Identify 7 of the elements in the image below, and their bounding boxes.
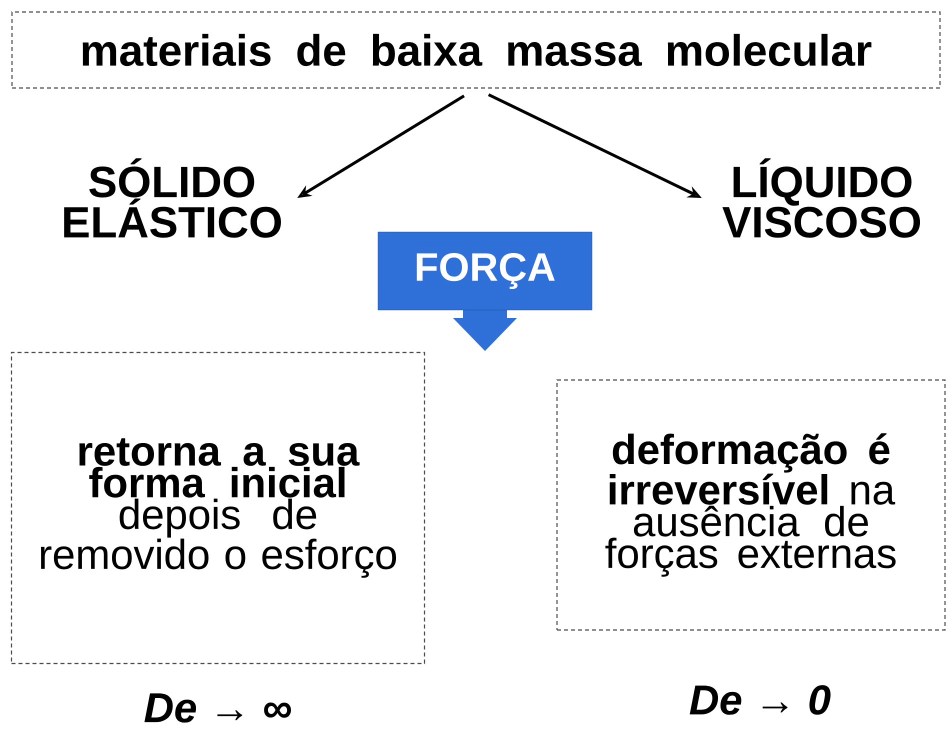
heading-text: SÓLIDO ELÁSTICO <box>64 158 281 238</box>
arrow-box: FORÇA <box>378 232 592 351</box>
formula-label: De → 0 <box>690 685 831 715</box>
text-box: deformação é irreversível na ausência de forças externas <box>556 379 946 631</box>
heading-text: LÍQUIDO VISCOSO <box>722 158 920 238</box>
text-box: retorna a sua forma inicial depois de removido o esforço <box>10 352 426 664</box>
text-box: materiais de baixa massa molecular <box>11 11 941 89</box>
